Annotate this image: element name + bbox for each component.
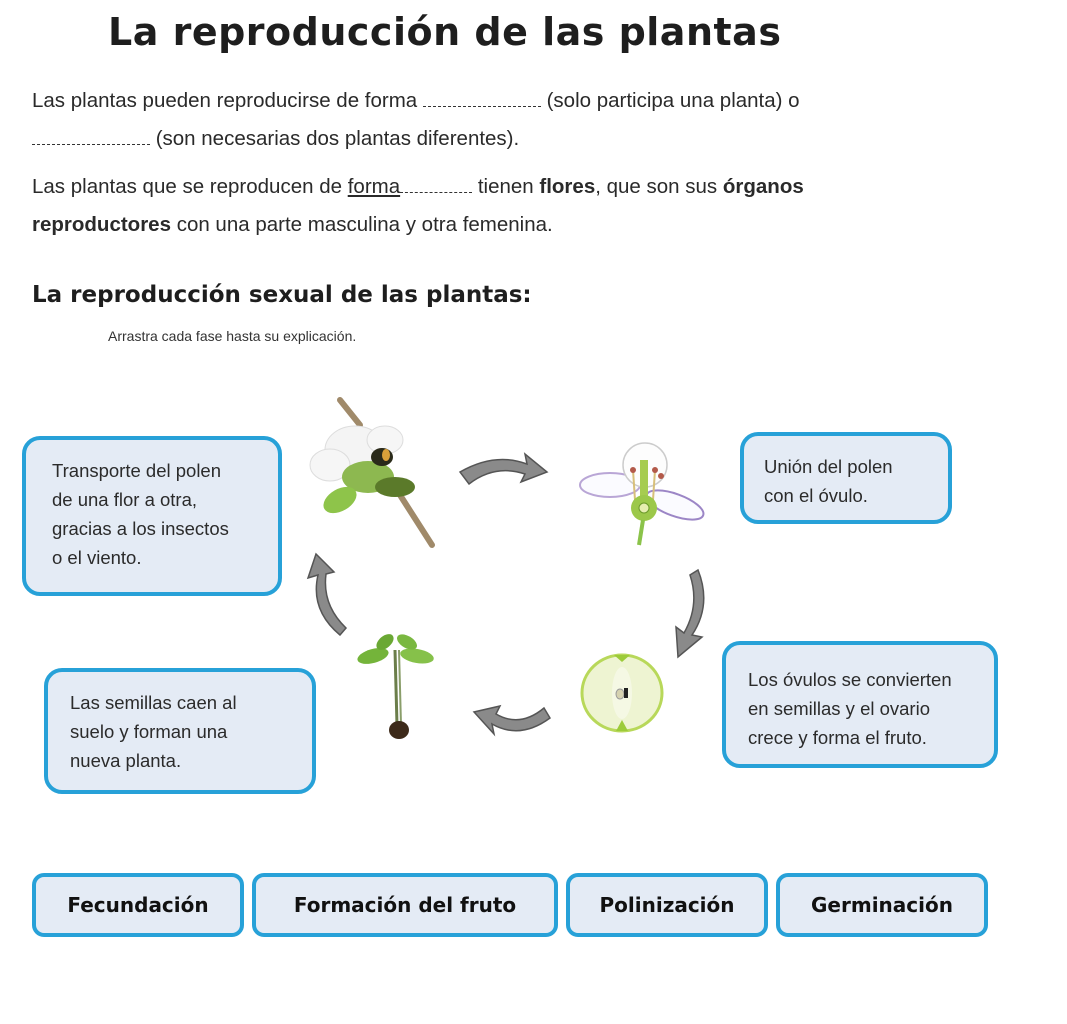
intro-paragraph-2: Las plantas que se reproducen de forma t… [32,168,1032,244]
explanation-line: de una flor a otra, [52,489,198,510]
page-title: La reproducción de las plantas [108,10,782,54]
arrow-up-icon [306,552,348,637]
explanation-line: con el óvulo. [764,485,868,506]
bold-word: flores [539,175,596,198]
explanation-line: Los óvulos se convierten [748,669,952,690]
intro-text: Las plantas que se reproducen de [32,175,343,198]
intro-text: tienen [477,175,534,198]
explanation-line: Las semillas caen al [70,692,237,713]
intro-text: con una parte masculina y otra femenina. [176,213,553,236]
bold-word: reproductores [32,213,171,236]
intro-paragraph-1: Las plantas pueden reproducirse de forma… [32,82,1032,158]
explanation-line: o el viento. [52,547,142,568]
apple-cross-section-icon [580,653,664,733]
flower-cross-section-icon [579,442,705,546]
arrow-right-icon [458,452,549,486]
explanation-line: nueva planta. [70,750,182,771]
explanation-line: crece y forma el fruto. [748,727,927,748]
intro-text: , que son sus [595,175,718,198]
intro-text: Las plantas pueden reproducirse de forma [32,89,418,112]
phase-chip-formacion-fruto[interactable]: Formación del fruto [252,873,558,937]
explanation-box-pollination[interactable]: Transporte del polen de una flor a otra,… [22,436,282,596]
phase-chip-fecundacion[interactable]: Fecundación [32,873,244,937]
bold-word: órganos [722,175,804,198]
blank-asexual[interactable] [422,88,541,107]
seedling-icon [357,634,434,739]
instruction-text: Arrastra cada fase hasta su explicación. [108,328,357,344]
explanation-line: gracias a los insectos [52,518,229,539]
explanation-line: Unión del polen [764,456,893,477]
blank-sexual[interactable] [32,126,150,145]
intro-text: (solo participa una planta) o [546,89,800,112]
phase-label: Polinización [599,893,735,917]
section-subtitle: La reproducción sexual de las plantas: [32,282,532,308]
explanation-box-fruit-formation[interactable]: Los óvulos se convierten en semillas y e… [722,641,998,768]
phase-label: Formación del fruto [293,893,517,917]
explanation-box-germination[interactable]: Las semillas caen al suelo y forman una … [44,668,316,794]
phase-chip-germinacion[interactable]: Germinación [776,873,988,937]
blank-form[interactable] [400,174,473,193]
arrow-left-icon [472,704,551,737]
explanation-line: en semillas y el ovario [748,698,930,719]
flower-with-bee-icon [309,397,435,548]
explanation-line: suelo y forman una [70,721,228,742]
intro-text: (son necesarias dos plantas diferentes). [155,127,520,150]
explanation-line: Transporte del polen [52,460,222,481]
explanation-box-fertilization[interactable]: Unión del polen con el óvulo. [740,432,952,524]
phase-label: Fecundación [67,893,209,917]
phase-label: Germinación [811,893,953,917]
arrow-down-icon [675,568,705,659]
underlined-word: forma [347,175,401,198]
phase-chip-polinizacion[interactable]: Polinización [566,873,768,937]
